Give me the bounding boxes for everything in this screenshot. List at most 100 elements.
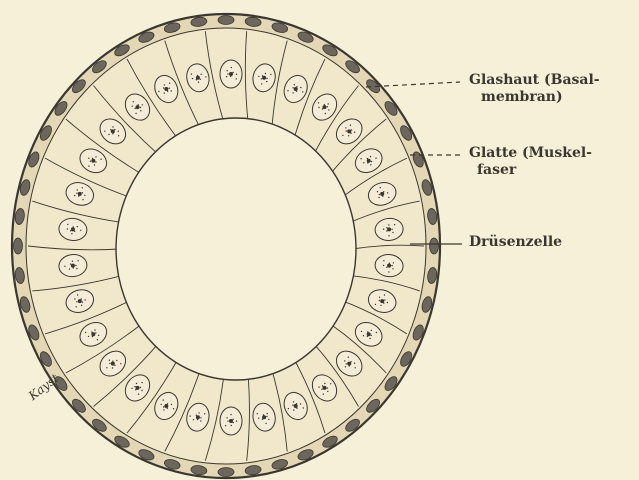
- chromatin-dot: [292, 87, 293, 88]
- nucleolus: [136, 105, 140, 109]
- chromatin-dot: [142, 104, 143, 105]
- chromatin-dot: [363, 335, 364, 336]
- nucleolus: [196, 76, 200, 80]
- chromatin-dot: [325, 113, 326, 114]
- chromatin-dot: [387, 192, 388, 193]
- chromatin-dot: [375, 158, 376, 159]
- chromatin-dot: [380, 305, 381, 306]
- chromatin-dot: [293, 409, 294, 410]
- chromatin-dot: [82, 187, 83, 188]
- chromatin-dot: [328, 103, 329, 104]
- nucleolus: [78, 299, 82, 303]
- chromatin-dot: [109, 360, 110, 361]
- chromatin-dot: [384, 299, 385, 300]
- chromatin-dot: [114, 365, 115, 366]
- chromatin-dot: [318, 107, 319, 108]
- chromatin-dot: [236, 74, 237, 75]
- nucleolus: [78, 192, 82, 196]
- chromatin-dot: [71, 233, 72, 234]
- chromatin-dot: [383, 260, 384, 261]
- chromatin-dot: [386, 230, 387, 231]
- chromatin-dot: [300, 87, 301, 88]
- chromatin-dot: [118, 131, 119, 132]
- chromatin-dot: [346, 130, 347, 131]
- nucleolus: [111, 362, 115, 366]
- chromatin-dot: [258, 76, 259, 77]
- muscle-nucleus: [218, 468, 234, 477]
- chromatin-dot: [379, 297, 380, 298]
- chromatin-dot: [266, 78, 267, 79]
- chromatin-dot: [141, 382, 142, 383]
- chromatin-dot: [342, 135, 343, 136]
- chromatin-dot: [354, 132, 355, 133]
- chromatin-dot: [140, 107, 141, 108]
- chromatin-dot: [136, 383, 137, 384]
- chromatin-dot: [268, 419, 269, 420]
- nucleolus: [111, 129, 115, 133]
- chromatin-dot: [363, 162, 364, 163]
- label-glatte-line2: faser: [477, 162, 516, 178]
- chromatin-dot: [64, 266, 65, 267]
- chromatin-dot: [84, 299, 85, 300]
- chromatin-dot: [392, 268, 393, 269]
- chromatin-dot: [140, 110, 141, 111]
- chromatin-dot: [303, 407, 304, 408]
- chromatin-dot: [294, 84, 295, 85]
- chromatin-dot: [141, 390, 142, 391]
- chromatin-dot: [380, 187, 381, 188]
- muscle-nucleus: [218, 16, 234, 25]
- nucleolus: [91, 332, 95, 336]
- chromatin-dot: [95, 156, 96, 157]
- chromatin-dot: [391, 229, 392, 230]
- chromatin-dot: [230, 414, 231, 415]
- nucleolus: [294, 87, 298, 91]
- chromatin-dot: [70, 230, 71, 231]
- chromatin-dot: [233, 72, 234, 73]
- chromatin-dot: [108, 134, 109, 135]
- chromatin-dot: [324, 383, 325, 384]
- label-glatte-line1: Glatte (Muskel-: [469, 145, 592, 161]
- chromatin-dot: [392, 232, 393, 233]
- chromatin-dot: [192, 78, 193, 79]
- chromatin-dot: [387, 302, 388, 303]
- chromatin-dot: [134, 386, 135, 387]
- nucleolus: [164, 404, 168, 408]
- chromatin-dot: [135, 113, 136, 114]
- chromatin-dot: [76, 268, 77, 269]
- chromatin-dot: [112, 367, 113, 368]
- chromatin-dot: [227, 420, 228, 421]
- chromatin-dot: [302, 91, 303, 92]
- chromatin-dot: [77, 189, 78, 190]
- chromatin-dot: [261, 83, 262, 84]
- muscle-nucleus: [430, 238, 439, 254]
- chromatin-dot: [355, 367, 356, 368]
- chromatin-dot: [379, 300, 380, 301]
- chromatin-dot: [327, 106, 328, 107]
- chromatin-dot: [138, 394, 139, 395]
- chromatin-dot: [67, 224, 68, 225]
- chromatin-dot: [236, 78, 237, 79]
- chromatin-dot: [391, 265, 392, 266]
- chromatin-dot: [388, 271, 389, 272]
- chromatin-dot: [318, 102, 319, 103]
- chromatin-dot: [231, 67, 232, 68]
- chromatin-dot: [236, 420, 237, 421]
- chromatin-dot: [132, 106, 133, 107]
- chromatin-dot: [204, 413, 205, 414]
- chromatin-dot: [81, 305, 82, 306]
- chromatin-dot: [377, 191, 378, 192]
- chromatin-dot: [267, 413, 268, 414]
- chromatin-dot: [322, 108, 323, 109]
- chromatin-dot: [292, 92, 293, 93]
- chromatin-dot: [257, 413, 258, 414]
- chromatin-dot: [85, 332, 86, 333]
- nucleolus: [196, 415, 200, 419]
- chromatin-dot: [383, 229, 384, 230]
- chromatin-dot: [169, 83, 170, 84]
- chromatin-dot: [226, 417, 227, 418]
- chromatin-dot: [75, 265, 76, 266]
- chromatin-dot: [88, 158, 89, 159]
- chromatin-dot: [388, 224, 389, 225]
- chromatin-dot: [361, 331, 362, 332]
- chromatin-dot: [360, 158, 361, 159]
